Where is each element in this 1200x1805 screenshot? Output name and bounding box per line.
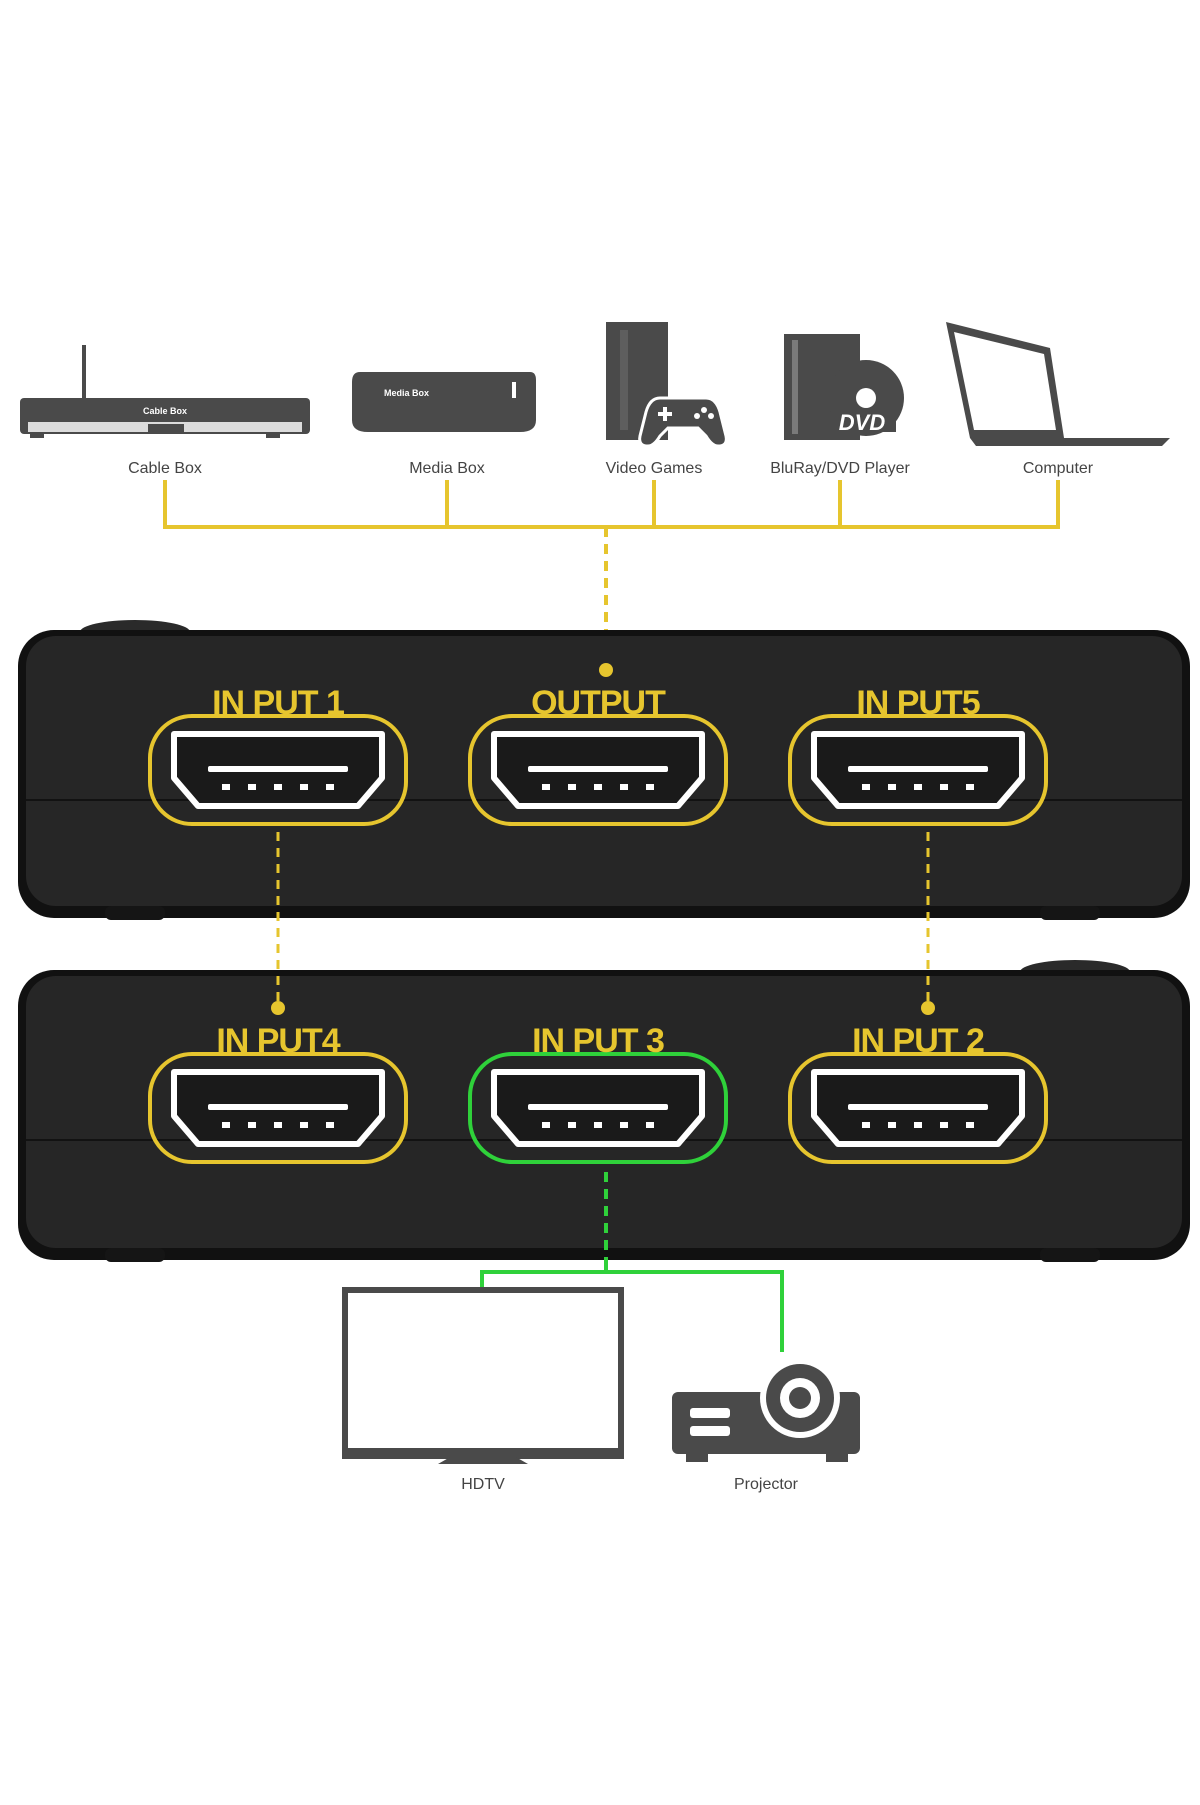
port-label-output: OUTPUT — [531, 684, 666, 722]
game-console-icon — [606, 322, 728, 448]
media-box-device-text: Media Box — [384, 388, 429, 398]
media-box-icon: Media Box — [352, 372, 536, 432]
cable-box-icon: Cable Box — [20, 345, 310, 438]
input2-junction-dot — [921, 1001, 935, 1015]
port-link-lines — [276, 832, 930, 1006]
source-label-cable-box: Cable Box — [128, 460, 202, 477]
laptop-icon — [946, 322, 1170, 446]
port-label-input-4: IN PUT4 — [216, 1022, 340, 1060]
hdmi-ports — [148, 714, 1048, 1164]
output-junction-dot — [599, 663, 613, 677]
port-label-input-5: IN PUT5 — [856, 684, 980, 722]
hdmi-port-top-switch-1 — [148, 714, 408, 826]
cable-box-device-text: Cable Box — [143, 406, 187, 416]
projector-icon — [672, 1358, 860, 1462]
hdmi-port-top-switch-3 — [788, 714, 1048, 826]
source-label-video-games: Video Games — [605, 460, 703, 477]
dvd-player-icon: DVD — [784, 334, 904, 440]
source-label-computer: Computer — [1022, 460, 1094, 477]
tv-icon — [342, 1287, 624, 1464]
port-label-input-2: IN PUT 2 — [852, 1022, 985, 1060]
input4-junction-dot — [271, 1001, 285, 1015]
destination-label-projector: Projector — [733, 1476, 799, 1493]
hdmi-port-bottom-switch-1 — [148, 1052, 408, 1164]
dvd-device-text: DVD — [839, 410, 886, 435]
destination-label-hdtv: HDTV — [461, 1476, 505, 1493]
port-label-input-3: IN PUT 3 — [532, 1022, 665, 1060]
source-label-media-box: Media Box — [409, 460, 485, 477]
hdmi-port-bottom-switch-2 — [468, 1052, 728, 1164]
port-label-input-1: IN PUT 1 — [212, 684, 345, 722]
source-bus-lines — [163, 480, 1060, 668]
hdmi-port-bottom-switch-3 — [788, 1052, 1048, 1164]
hdmi-port-top-switch-2 — [468, 714, 728, 826]
source-label-dvd-player: BluRay/DVD Player — [770, 460, 910, 477]
